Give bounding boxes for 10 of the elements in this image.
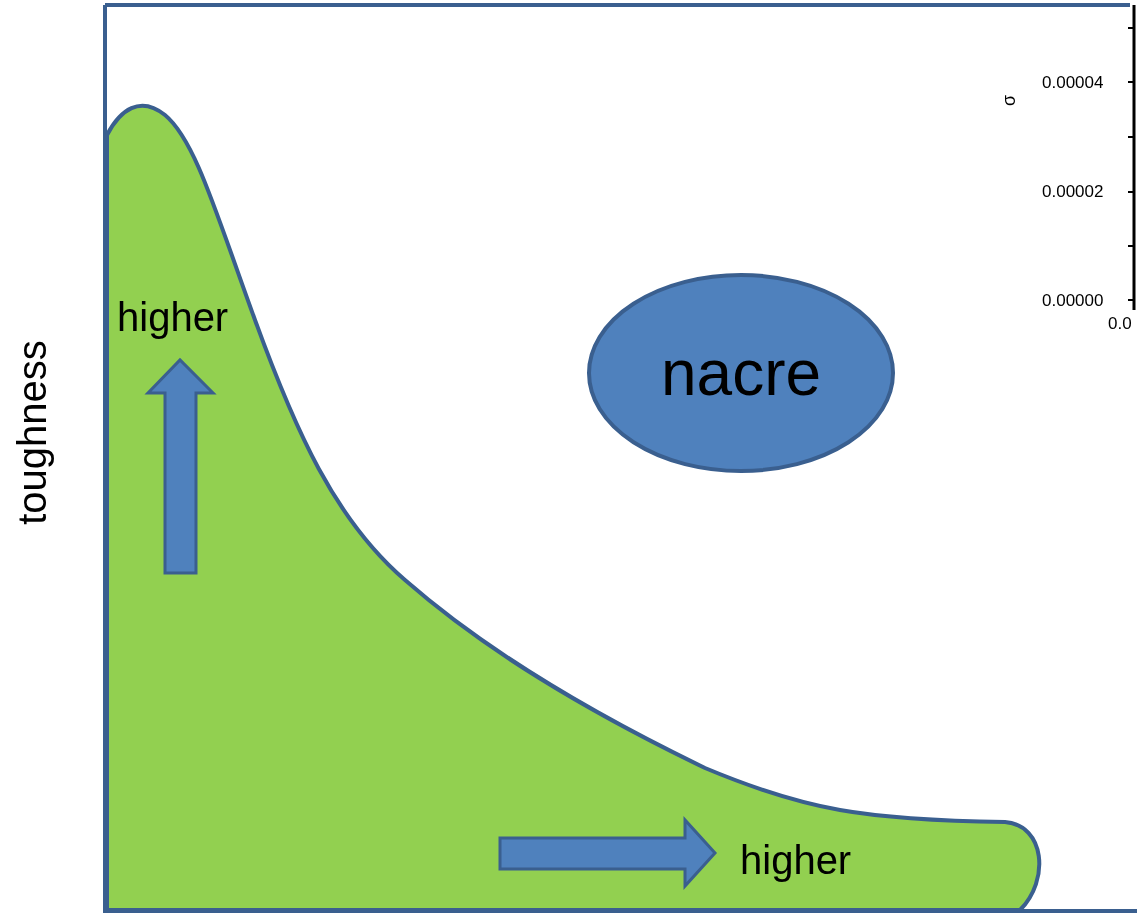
axis-title: σ: [999, 94, 1021, 107]
region-label: higher: [117, 295, 229, 340]
axis-title: toughness: [9, 340, 55, 525]
region-label: higher: [740, 838, 852, 883]
tick-label: 0.00002: [1042, 182, 1104, 202]
ellipse-node: [586, 272, 896, 474]
tick-label: 0.00004: [1042, 73, 1104, 93]
tick-label: 0.00000: [1042, 291, 1104, 311]
tick-label: 0.0: [1108, 314, 1132, 334]
node-label: nacre: [660, 336, 822, 410]
